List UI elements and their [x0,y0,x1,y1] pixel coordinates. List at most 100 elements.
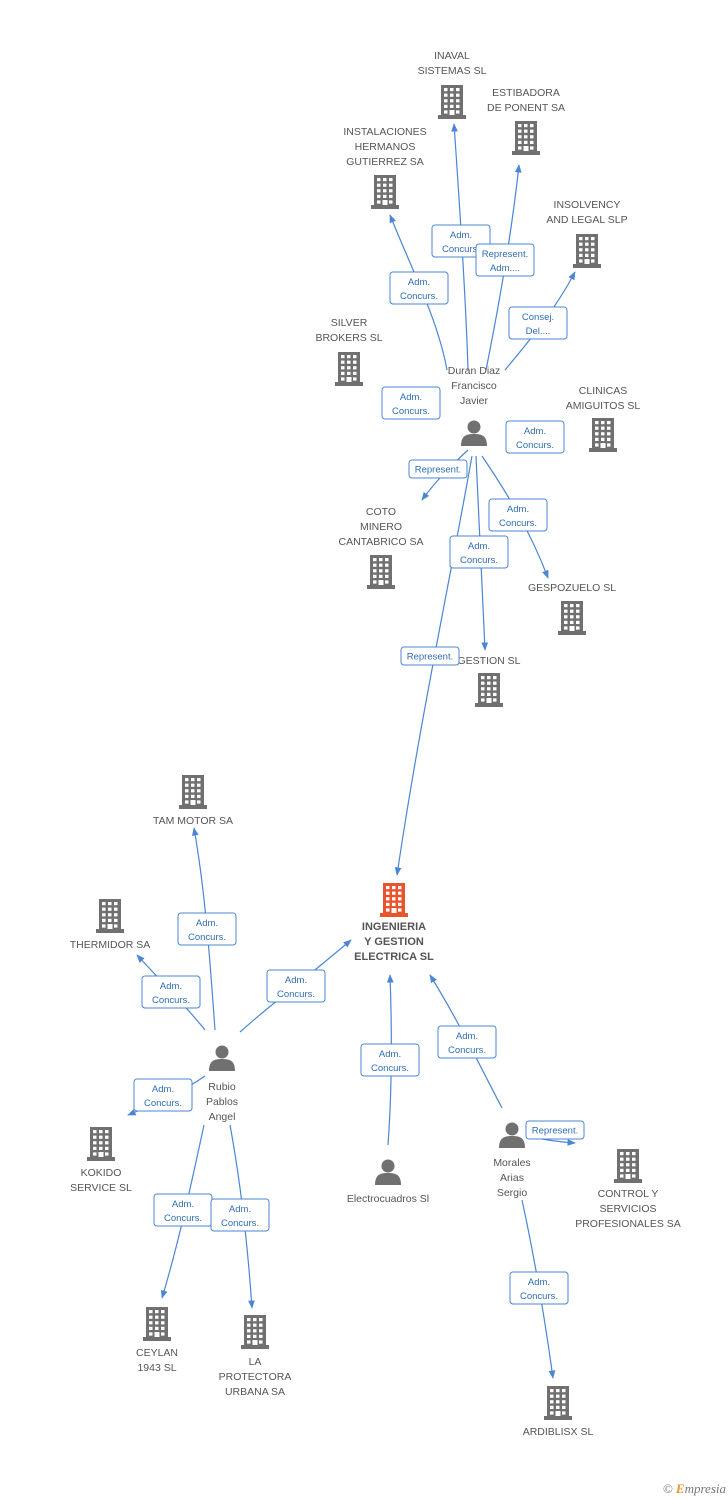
edge-label-text: Adm. [152,1084,174,1095]
edge-label-box[interactable]: Adm.Concurs. [153,1193,213,1227]
edge-label-box[interactable]: Represent. [400,646,460,666]
brand-name: mpresia [684,1481,726,1496]
node-label: KOKIDO [81,1167,122,1179]
edge-label-box[interactable]: Adm. Concurs. [177,912,237,946]
edge-label-box[interactable]: Adm.Concurs. [141,975,201,1009]
building-icon [143,1307,171,1341]
node-label: Pablos [206,1096,238,1108]
node-label: AND LEGAL SLP [546,214,627,226]
edge-label-box[interactable]: Adm.Concurs. [389,271,449,305]
edge-label-text: Adm. [524,426,546,437]
edge-label-box[interactable]: Adm.Concurs. [133,1078,193,1112]
edge-label-box[interactable]: Adm.Concurs. [381,386,441,420]
node-label: Francisco [451,380,497,392]
building-icon [335,352,363,386]
node-thermidor[interactable]: THERMIDOR SA [70,899,151,951]
edge-label-text: Concurs. [164,1213,202,1224]
node-label: MINERO [360,521,402,533]
edge-label-text: Del.... [526,326,551,337]
edge-label-text: Represent. [415,465,461,476]
node-silver[interactable]: SILVER BROKERS SL [315,317,383,386]
edge-label-box[interactable]: Represent.Adm.... [475,243,535,277]
edge-label-text: Concurs. [520,1291,558,1302]
edge-label-text: Adm. [196,918,218,929]
node-label: SERVICIOS [600,1203,657,1215]
edge-label-text: Concurs. [516,440,554,451]
building-icon [544,1386,572,1420]
building-icon [589,418,617,452]
edge-label-box[interactable]: Adm. Concurs. [266,969,326,1003]
edge-label-text: Adm. [229,1204,251,1215]
person-icon [461,420,487,446]
node-label: Rubio [208,1081,236,1093]
edge-label-box[interactable]: Consej. Del.... [508,306,568,340]
edge-label-text: Concurs. [448,1045,486,1056]
node-label: Sergio [497,1187,528,1199]
edge-label-box[interactable]: Adm. Concurs. [449,535,509,569]
node-label: DE PONENT SA [487,102,565,114]
node-label: GESTION SL [457,655,520,667]
edge-label-box[interactable]: Adm.Concurs. [509,1271,569,1305]
edge-label-text: Adm. [400,392,422,403]
edge-label-text: Adm. [468,541,490,552]
node-label: BROKERS SL [315,332,382,344]
building-icon [614,1149,642,1183]
node-electro[interactable]: Electrocuadros Sl [347,1159,429,1206]
edge-label-box[interactable]: Represent. [525,1120,585,1140]
node-label: LA [249,1356,262,1368]
node-label: Morales [493,1157,530,1169]
building-icon [438,85,466,119]
node-gespozuelo[interactable]: GESPOZUELO SL [528,582,616,635]
node-ardiblisx[interactable]: ARDIBLISX SL [523,1386,594,1438]
edge-label-text: Concurs. [277,989,315,1000]
edge-label-box[interactable]: Adm. Concurs. [505,420,565,454]
edge-label-text: Concurs. [152,995,190,1006]
edge-label-text: Consej. [522,312,554,323]
node-label: Electrocuadros Sl [347,1193,429,1205]
copyright-symbol: © [663,1481,673,1496]
building-icon [380,883,408,917]
edge-label-text: Represent. [532,1126,578,1137]
node-label: AMIGUITOS SL [566,400,641,412]
building-icon [573,234,601,268]
node-label: CONTROL Y [598,1188,659,1200]
edge-label-box[interactable]: Adm.Concurs. [210,1198,270,1232]
edge-label-text: Concurs. [460,555,498,566]
edge-label-text: Adm. [456,1031,478,1042]
edge-label-box[interactable]: Adm. Concurs. [437,1025,497,1059]
edge-label-box[interactable]: Represent. [408,459,468,479]
footer-brand: ©Empresia [663,1481,726,1497]
node-label: URBANA SA [225,1386,285,1398]
edge-label-text: Concurs. [371,1063,409,1074]
edge-label-text: Concurs. [400,291,438,302]
edge-label-text: Adm. [450,230,472,241]
edge-label-text: Concurs. [499,518,537,529]
edge-label-box[interactable]: Adm.Concurs. [488,498,548,532]
node-tam[interactable]: TAM MOTOR SA [153,775,233,827]
edge-label-text: Concurs. [188,932,226,943]
edge-label-text: Concurs. [442,244,480,255]
edge-label-text: Adm. [285,975,307,986]
node-gestion[interactable]: GESTION SL [457,655,521,707]
building-icon [371,175,399,209]
node-label: SILVER [331,317,368,329]
node-label: Angel [209,1111,236,1123]
person-icon [499,1122,525,1148]
person-icon [375,1159,401,1185]
edge-label-box[interactable]: Adm.Concurs. [360,1043,420,1077]
